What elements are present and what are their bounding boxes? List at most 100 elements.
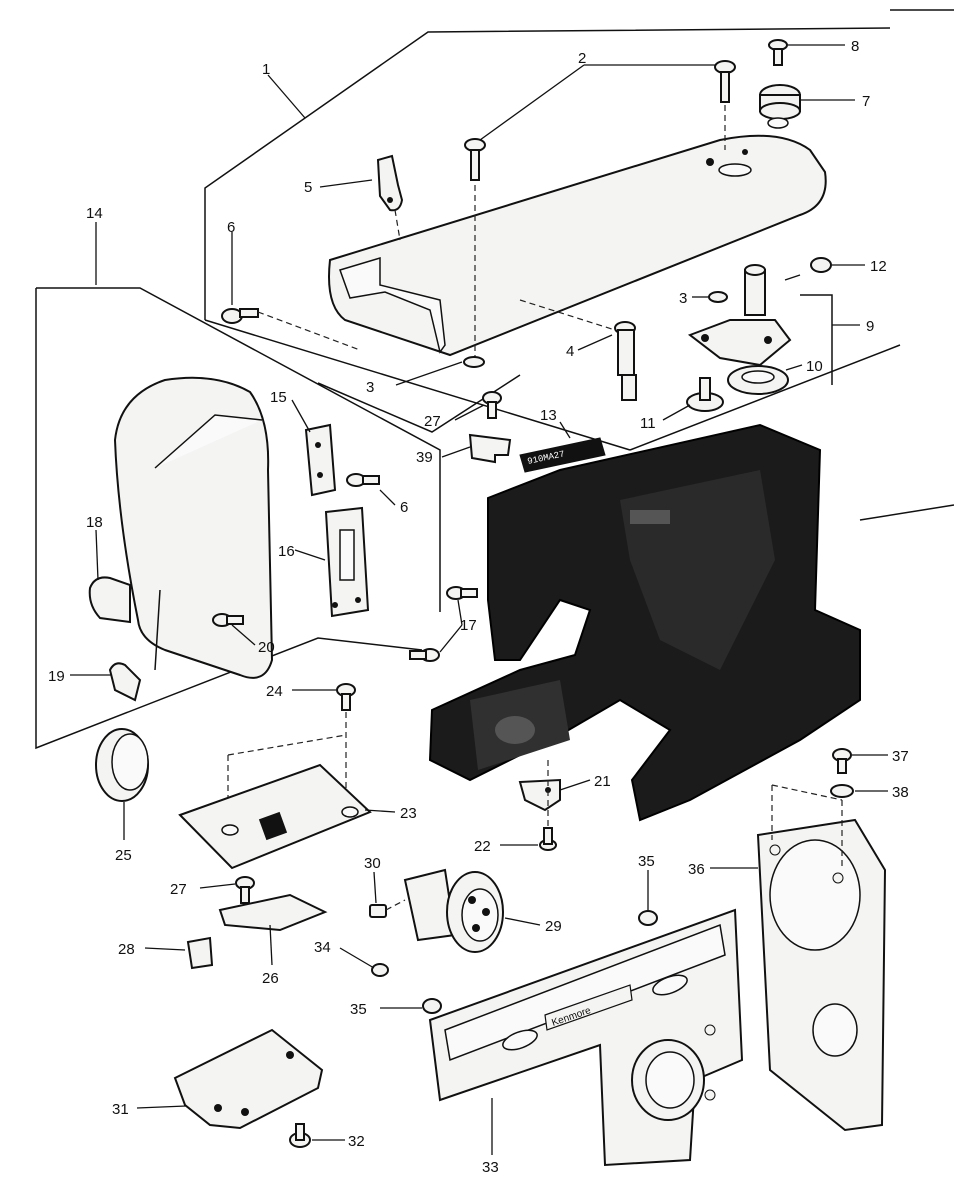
dash-line [394, 209, 401, 241]
callout-39: 39 [416, 449, 433, 466]
bracket-5-hole [387, 197, 393, 203]
part-21 [518, 778, 561, 812]
screw-27b [235, 876, 255, 904]
callout-33: 33 [482, 1159, 499, 1176]
leader-11 [662, 404, 691, 421]
callout-7: 7 [862, 93, 870, 110]
label-13 [519, 437, 606, 473]
callout-32: 32 [348, 1133, 365, 1150]
ring-10 [727, 365, 789, 395]
base-plate-31 [173, 1028, 324, 1130]
part-26 [218, 893, 328, 932]
leader-29 [504, 917, 541, 926]
washer-35b [422, 998, 442, 1014]
callout-6: 6 [400, 499, 408, 516]
knob-7 [759, 84, 801, 129]
leader-31 [136, 1105, 187, 1109]
screw-27a [482, 391, 502, 419]
leader-17 [439, 599, 463, 653]
leader-34 [339, 947, 375, 969]
callout-28: 28 [118, 941, 135, 958]
callout-13: 13 [540, 407, 557, 424]
callout-34: 34 [314, 939, 331, 956]
callout-38: 38 [892, 784, 909, 801]
leader-27b [199, 883, 236, 889]
callout-36: 36 [688, 861, 705, 878]
top-cover-lip [339, 256, 446, 354]
needle-plate-23 [178, 763, 372, 870]
screw-2b [714, 60, 736, 103]
leader-13 [559, 421, 571, 439]
top-cover-screw-hole [742, 149, 748, 155]
screw-8 [768, 39, 788, 66]
part-19 [108, 662, 142, 702]
leader-20 [231, 624, 256, 646]
callout-3: 3 [366, 379, 374, 396]
part-9 [687, 264, 792, 367]
dash-line [257, 311, 361, 351]
dash-line [519, 299, 616, 331]
dash-line [771, 784, 843, 801]
leader-26 [269, 924, 273, 966]
motor-29 [403, 868, 504, 953]
callout-8: 8 [851, 38, 859, 55]
part-34 [371, 963, 389, 977]
top-cover-hole [718, 163, 752, 177]
leader-23 [364, 809, 396, 813]
callout-19: 19 [48, 668, 65, 685]
leader-1 [267, 74, 306, 119]
leader-2 [479, 64, 715, 141]
callout-9: 9 [866, 318, 874, 335]
leader-10 [785, 364, 803, 371]
callout-37: 37 [892, 748, 909, 765]
callout-18: 18 [86, 514, 103, 531]
callout-20: 20 [258, 639, 275, 656]
callout-35: 35 [350, 1001, 367, 1018]
part-4 [614, 321, 637, 401]
callout-21: 21 [594, 773, 611, 790]
part-18 [88, 576, 131, 624]
screw-20 [212, 613, 244, 627]
callout-6: 6 [227, 219, 235, 236]
part-11 [686, 377, 724, 412]
screw-6a [221, 308, 259, 324]
dash-line [385, 899, 406, 911]
callout-2: 2 [578, 50, 586, 67]
callout-10: 10 [806, 358, 823, 375]
front-panel-33 [428, 908, 744, 1167]
screw-22 [539, 827, 557, 851]
callout-27: 27 [424, 413, 441, 430]
leader-39 [441, 446, 471, 458]
top-cover-screw-hole [706, 158, 714, 166]
end-cover-36 [756, 818, 887, 1132]
part-12 [784, 257, 832, 281]
screw-17b [446, 586, 478, 600]
callout-22: 22 [474, 838, 491, 855]
screw-6b [346, 473, 380, 487]
group-outline-9 [800, 294, 833, 385]
callout-5: 5 [304, 179, 312, 196]
callout-14: 14 [86, 205, 103, 222]
leader-21 [559, 779, 591, 791]
dash-line [227, 734, 347, 756]
leader-6b [379, 489, 396, 506]
leader-5 [319, 179, 373, 188]
callout-3: 3 [679, 290, 687, 307]
leader-30 [373, 871, 377, 904]
leader-27a [454, 404, 485, 421]
leader-16 [294, 549, 326, 561]
callout-12: 12 [870, 258, 887, 275]
leader-18 [95, 529, 99, 581]
screw-24 [336, 683, 356, 711]
bracket-15 [304, 423, 337, 497]
border-mark [859, 504, 954, 521]
bracket-5 [376, 154, 404, 212]
ring-25 [95, 728, 149, 802]
callout-15: 15 [270, 389, 287, 406]
machine-bobbin-area [495, 716, 535, 744]
leader-28 [144, 947, 186, 951]
callout-16: 16 [278, 543, 295, 560]
side-cover [113, 376, 274, 679]
callout-26: 26 [262, 970, 279, 987]
